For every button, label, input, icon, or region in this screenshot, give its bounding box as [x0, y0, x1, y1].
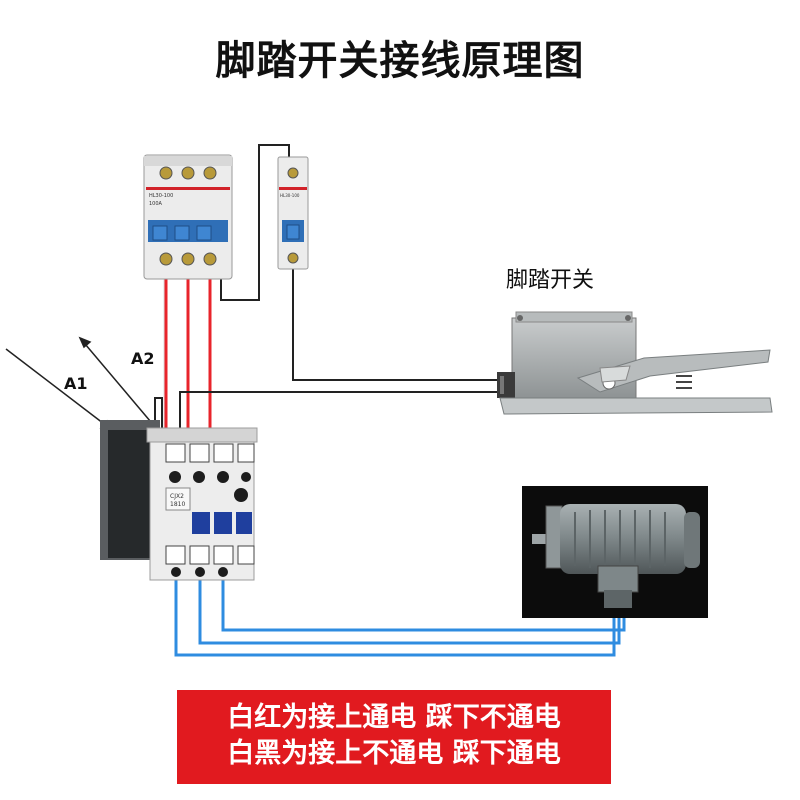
arrow-a2-head — [78, 336, 92, 349]
small-breaker: HL30-100 — [277, 156, 309, 270]
small-breaker-model: HL30-100 — [280, 193, 300, 198]
contactor-to-pedal-wire — [179, 391, 500, 432]
terminal-label-a1: A1 — [64, 374, 88, 393]
note-line-1: 白红为接上通电 踩下不通电 — [227, 702, 561, 733]
wiring-note-box: 白红为接上通电 踩下不通电 白黑为接上不通电 踩下通电 — [177, 690, 611, 784]
live-wires — [163, 276, 212, 432]
blue-wire-2 — [198, 580, 621, 645]
contactor-code: 1810 — [170, 501, 185, 508]
motor-wires — [174, 580, 626, 657]
small-breaker-to-pedal-wire — [292, 268, 500, 381]
diagram-title: 脚踏开关接线原理图 — [215, 38, 585, 84]
pedal-switch-label: 脚踏开关 — [506, 268, 595, 293]
control-wires — [154, 144, 500, 432]
foot-pedal-switch — [497, 311, 773, 415]
contactor-model: CJX2 — [170, 493, 184, 500]
note-line-2: 白黑为接上不通电 踩下通电 — [227, 738, 561, 769]
contactor: CJX2 1810 — [100, 420, 258, 581]
terminal-label-a2: A2 — [131, 349, 155, 368]
motor — [522, 486, 708, 618]
main-breaker: HL30-100 100A — [143, 154, 233, 280]
arrow-a1 — [5, 348, 113, 431]
coil-a1-wire — [154, 397, 163, 432]
main-breaker-rating: 100A — [149, 201, 163, 207]
breaker-to-small-breaker-wire — [220, 144, 290, 301]
arrow-a2 — [79, 337, 157, 429]
main-breaker-model: HL30-100 — [149, 193, 173, 199]
blue-wire-3 — [221, 580, 626, 632]
